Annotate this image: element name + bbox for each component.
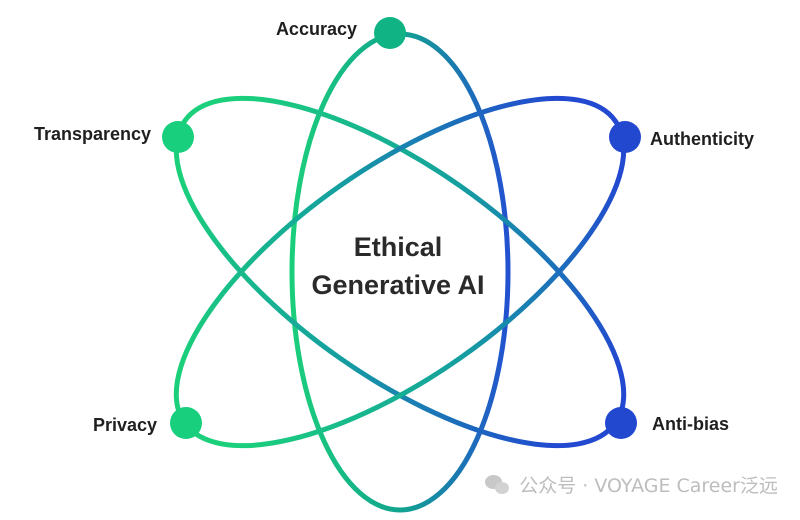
node-transparency — [162, 121, 194, 153]
watermark: 公众号 · VOYAGE Career泛远 — [485, 471, 778, 498]
label-transparency: Transparency — [34, 124, 151, 144]
wechat-icon — [485, 474, 511, 496]
watermark-text: 公众号 · VOYAGE Career泛远 — [519, 475, 778, 497]
center-title-line1: Ethical — [354, 232, 443, 262]
center-title-line2: Generative AI — [311, 270, 484, 300]
label-privacy: Privacy — [93, 415, 157, 435]
node-accuracy — [374, 17, 406, 49]
node-anti-bias — [605, 407, 637, 439]
label-authenticity: Authenticity — [650, 129, 754, 149]
node-authenticity — [609, 121, 641, 153]
label-accuracy: Accuracy — [276, 19, 357, 39]
label-anti-bias: Anti-bias — [652, 414, 729, 434]
node-privacy — [170, 407, 202, 439]
